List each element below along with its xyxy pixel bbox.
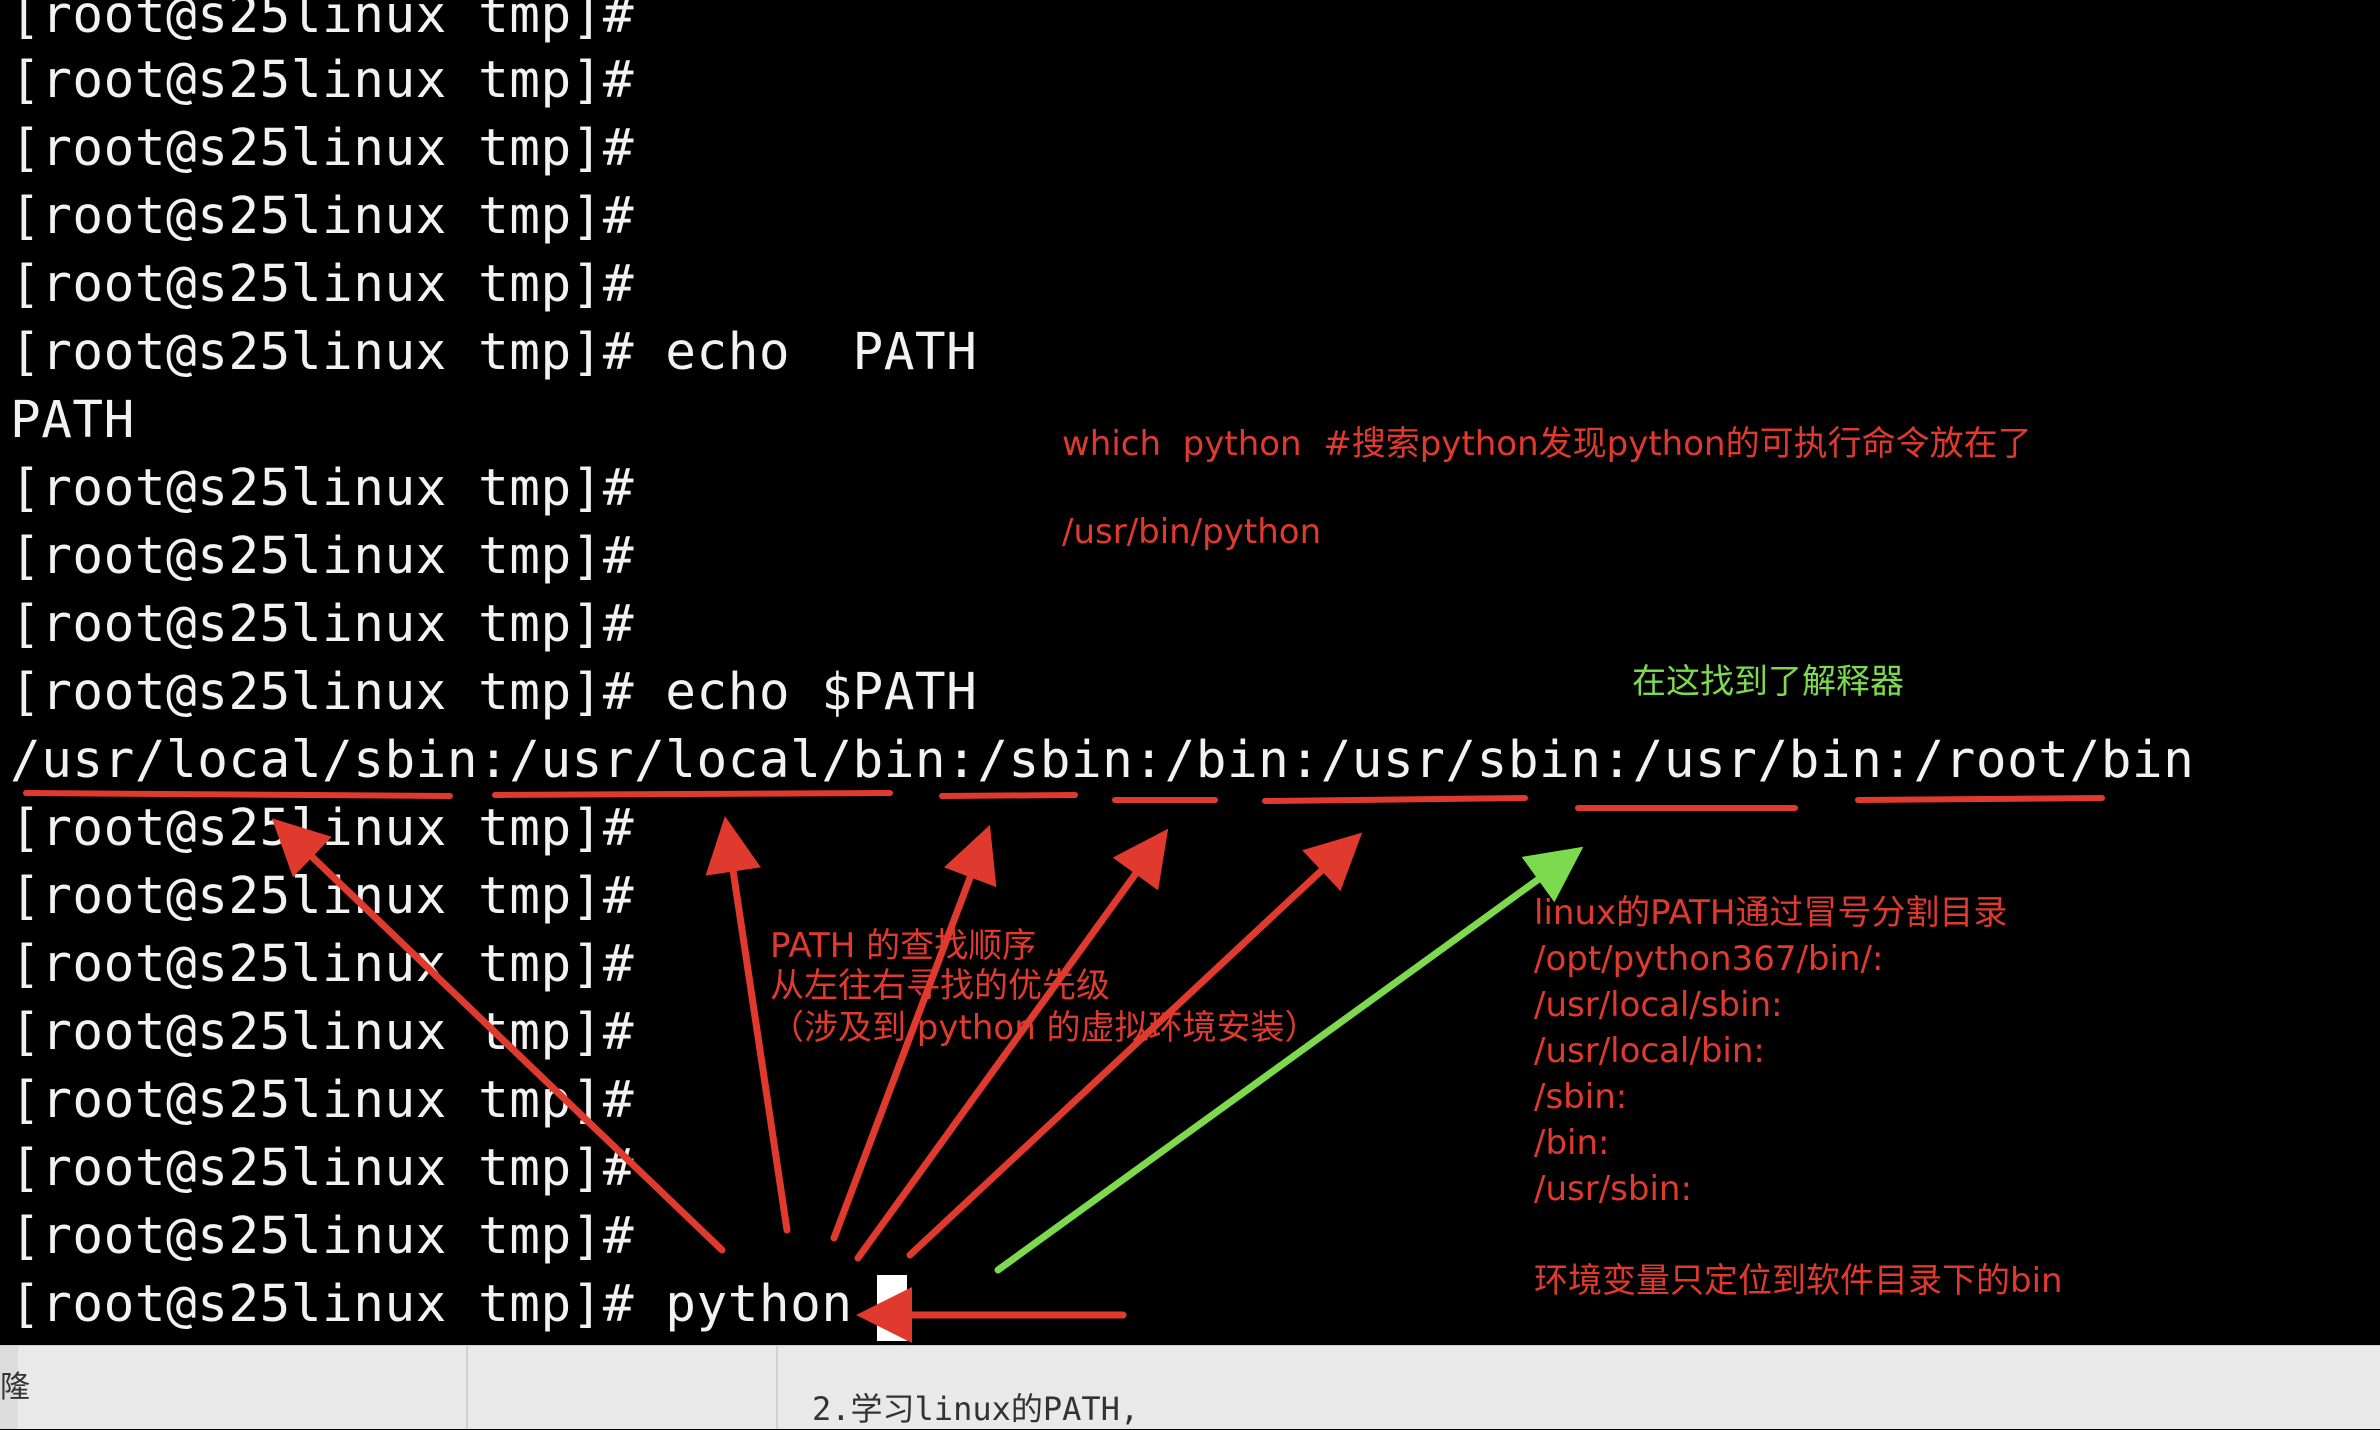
- terminal-line: [root@s25linux tmp]#: [10, 1071, 635, 1130]
- terminal-line: [root@s25linux tmp]#: [10, 1139, 635, 1198]
- order-note-line-3: （涉及到 python 的虚拟环境安装）: [770, 1008, 1319, 1048]
- terminal-line: [root@s25linux tmp]#: [10, 51, 635, 110]
- column-divider: [776, 1346, 778, 1429]
- terminal-line: [root@s25linux tmp]#: [10, 255, 635, 314]
- terminal-line: PATH: [10, 391, 135, 450]
- editor-pane[interactable]: 隆 2.学习linux的PATH,: [0, 1345, 2380, 1429]
- path-list-item: /usr/local/bin:: [1534, 1031, 1765, 1071]
- terminal-line: [root@s25linux tmp]# echo PATH: [10, 323, 978, 382]
- terminal-line: [root@s25linux tmp]#: [10, 1207, 635, 1266]
- terminal-line: [root@s25linux tmp]#: [10, 119, 635, 178]
- found-interpreter-note: 在这找到了解释器: [1632, 662, 1904, 702]
- terminal-line: [root@s25linux tmp]#: [10, 595, 635, 654]
- which-path-note: /usr/bin/python: [1062, 512, 1322, 552]
- terminal-line: [root@s25linux tmp]#: [10, 527, 635, 586]
- path-list-item: /usr/local/sbin:: [1534, 985, 1783, 1025]
- terminal-line: [root@s25linux tmp]#: [10, 1003, 635, 1062]
- which-note: which python #搜索python发现python的可执行命令放在了: [1062, 424, 2032, 464]
- path-list-item: /sbin:: [1534, 1077, 1628, 1117]
- path-list-item: /bin:: [1534, 1123, 1610, 1163]
- terminal-line: [root@s25linux tmp]#: [10, 799, 635, 858]
- terminal-line: [root@s25linux tmp]#: [10, 187, 635, 246]
- path-list-item: linux的PATH通过冒号分割目录: [1534, 893, 2008, 933]
- bin-note: 环境变量只定位到软件目录下的bin: [1534, 1261, 2063, 1301]
- editor-gutter: 隆: [0, 1346, 30, 1429]
- arrow-to-bin: [854, 828, 1169, 1262]
- editor-text[interactable]: 2.学习linux的PATH,: [812, 1390, 1140, 1428]
- terminal-line: [root@s25linux tmp]# echo $PATH: [10, 663, 978, 722]
- terminal-line: [root@s25linux tmp]#: [10, 935, 635, 994]
- underline-root-bin: [1855, 795, 2105, 803]
- arrow-to-usr-bin: [994, 846, 1584, 1274]
- arrow-to-usr-sbin: [906, 832, 1363, 1259]
- terminal-line: [root@s25linux tmp]#: [10, 459, 635, 518]
- underline-usr-sbin: [1262, 795, 1528, 804]
- order-note-line-1: PATH 的查找顺序: [770, 926, 1037, 966]
- terminal-line: [root@s25linux tmp]#: [10, 867, 635, 926]
- path-output-line: /usr/local/sbin:/usr/local/bin:/sbin:/bi…: [10, 731, 2195, 790]
- path-list-item: /usr/sbin:: [1534, 1169, 1692, 1209]
- terminal-line: [root@s25linux tmp]#: [10, 0, 635, 45]
- underline-sbin: [939, 792, 1078, 799]
- column-divider: [466, 1346, 468, 1429]
- terminal-prompt-line[interactable]: [root@s25linux tmp]# python: [10, 1275, 884, 1334]
- terminal-window[interactable]: [root@s25linux tmp]# [root@s25linux tmp]…: [0, 0, 2380, 1345]
- order-note-line-2: 从左往右寻找的优先级: [770, 966, 1110, 1006]
- text-cursor: [877, 1275, 907, 1341]
- path-list-item: /opt/python367/bin/:: [1534, 939, 1884, 979]
